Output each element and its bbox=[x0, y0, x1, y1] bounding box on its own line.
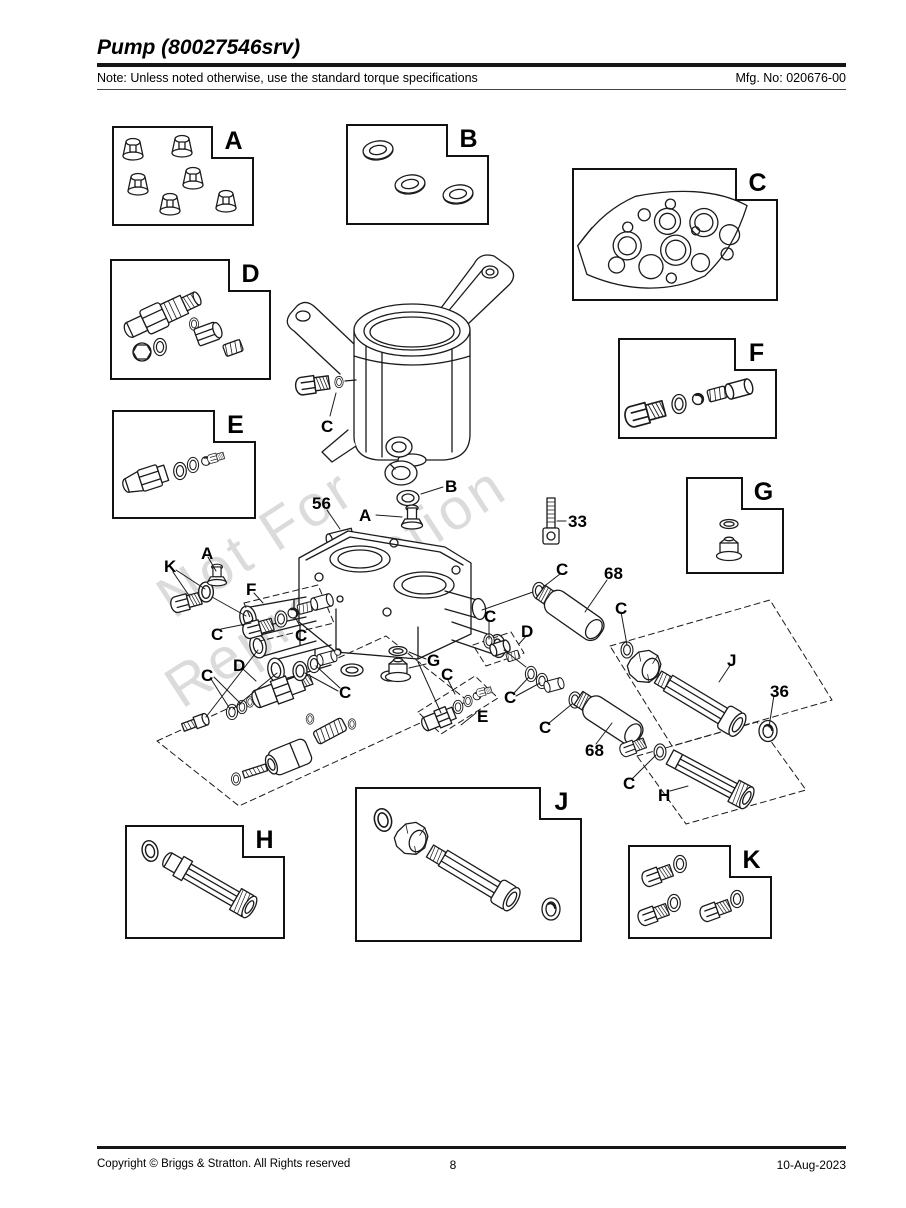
inset-box-c: C bbox=[572, 168, 778, 301]
inset-e-parts bbox=[122, 450, 226, 493]
callout-d-right: D bbox=[521, 622, 534, 641]
seal-stack-drawing bbox=[384, 436, 424, 530]
callout-a-valve: A bbox=[359, 506, 372, 525]
left-parts-drawing bbox=[168, 563, 493, 786]
inset-box-k-label: K bbox=[729, 845, 772, 878]
callout-e: E bbox=[477, 707, 489, 726]
footer-copyright: Copyright © Briggs & Stratton. All Right… bbox=[97, 1158, 351, 1170]
inset-box-k: K bbox=[628, 845, 772, 939]
inset-box-e: E bbox=[112, 410, 256, 519]
inset-box-j-label: J bbox=[539, 787, 582, 820]
callout-68-upper: 68 bbox=[604, 564, 623, 583]
inset-box-b: B bbox=[346, 124, 489, 225]
callout-f: F bbox=[246, 580, 257, 599]
callout-c-left4: C bbox=[339, 683, 352, 702]
callout-68-lower: 68 bbox=[585, 741, 604, 760]
callout-d-left: D bbox=[233, 656, 246, 675]
crankcase-drawing bbox=[286, 254, 515, 467]
callout-h: H bbox=[658, 786, 671, 805]
inset-c-parts bbox=[577, 190, 748, 289]
inset-box-e-label: E bbox=[213, 410, 256, 443]
callout-36: 36 bbox=[770, 682, 789, 701]
inset-box-f-label: F bbox=[734, 338, 777, 371]
mfg-number: Mfg. No: 020676-00 bbox=[735, 71, 847, 85]
callout-c-mid3: C bbox=[504, 688, 517, 707]
header-rule-thin bbox=[97, 89, 846, 90]
callout-c-right1: C bbox=[556, 560, 569, 579]
inset-j-parts bbox=[371, 806, 561, 921]
footer-rule bbox=[97, 1146, 846, 1149]
header-rule bbox=[97, 63, 846, 67]
callout-a-left: A bbox=[201, 544, 214, 563]
leader-lines bbox=[172, 392, 775, 792]
right-parts-drawing bbox=[483, 580, 778, 810]
callout-c-right2: C bbox=[615, 599, 628, 618]
page-title: Pump (80027546srv) bbox=[97, 36, 301, 59]
footer-page-number: 8 bbox=[449, 1158, 457, 1172]
inset-box-j: J bbox=[355, 787, 582, 942]
inset-box-a-label: A bbox=[211, 126, 254, 159]
callout-b: B bbox=[445, 477, 458, 496]
manifold-drawing bbox=[239, 530, 507, 683]
callout-g: G bbox=[427, 651, 441, 670]
inset-box-d-label: D bbox=[228, 259, 271, 292]
callout-c-left1: C bbox=[211, 625, 224, 644]
inset-box-b-label: B bbox=[446, 124, 489, 157]
callout-56: 56 bbox=[312, 494, 331, 513]
inset-box-g: G bbox=[686, 477, 784, 574]
callout-c-mid2: C bbox=[441, 665, 454, 684]
inset-box-h: H bbox=[125, 825, 285, 939]
inset-box-a: A bbox=[112, 126, 254, 226]
inset-box-c-label: C bbox=[735, 168, 778, 201]
footer-date: 10-Aug-2023 bbox=[776, 1158, 846, 1172]
callout-c-h: C bbox=[623, 774, 636, 793]
callout-c-mid4: C bbox=[539, 718, 552, 737]
callout-j: J bbox=[727, 651, 737, 670]
bolt-33-drawing bbox=[542, 497, 560, 545]
callout-k: K bbox=[164, 557, 177, 576]
inset-box-f: F bbox=[618, 338, 777, 439]
callout-c-crankcase: C bbox=[321, 417, 334, 436]
inset-d-parts bbox=[123, 291, 245, 362]
inset-box-h-label: H bbox=[242, 825, 285, 858]
inset-box-d: D bbox=[110, 259, 271, 380]
callout-c-left3: C bbox=[201, 666, 214, 685]
callout-c-left2: C bbox=[295, 626, 308, 645]
torque-note: Note: Unless noted otherwise, use the st… bbox=[97, 71, 478, 85]
inset-h-parts bbox=[139, 838, 258, 919]
callout-c-mid1: C bbox=[484, 607, 497, 626]
inset-box-g-label: G bbox=[741, 477, 784, 510]
dashed-group-outlines bbox=[156, 584, 833, 825]
callout-33: 33 bbox=[568, 512, 587, 531]
